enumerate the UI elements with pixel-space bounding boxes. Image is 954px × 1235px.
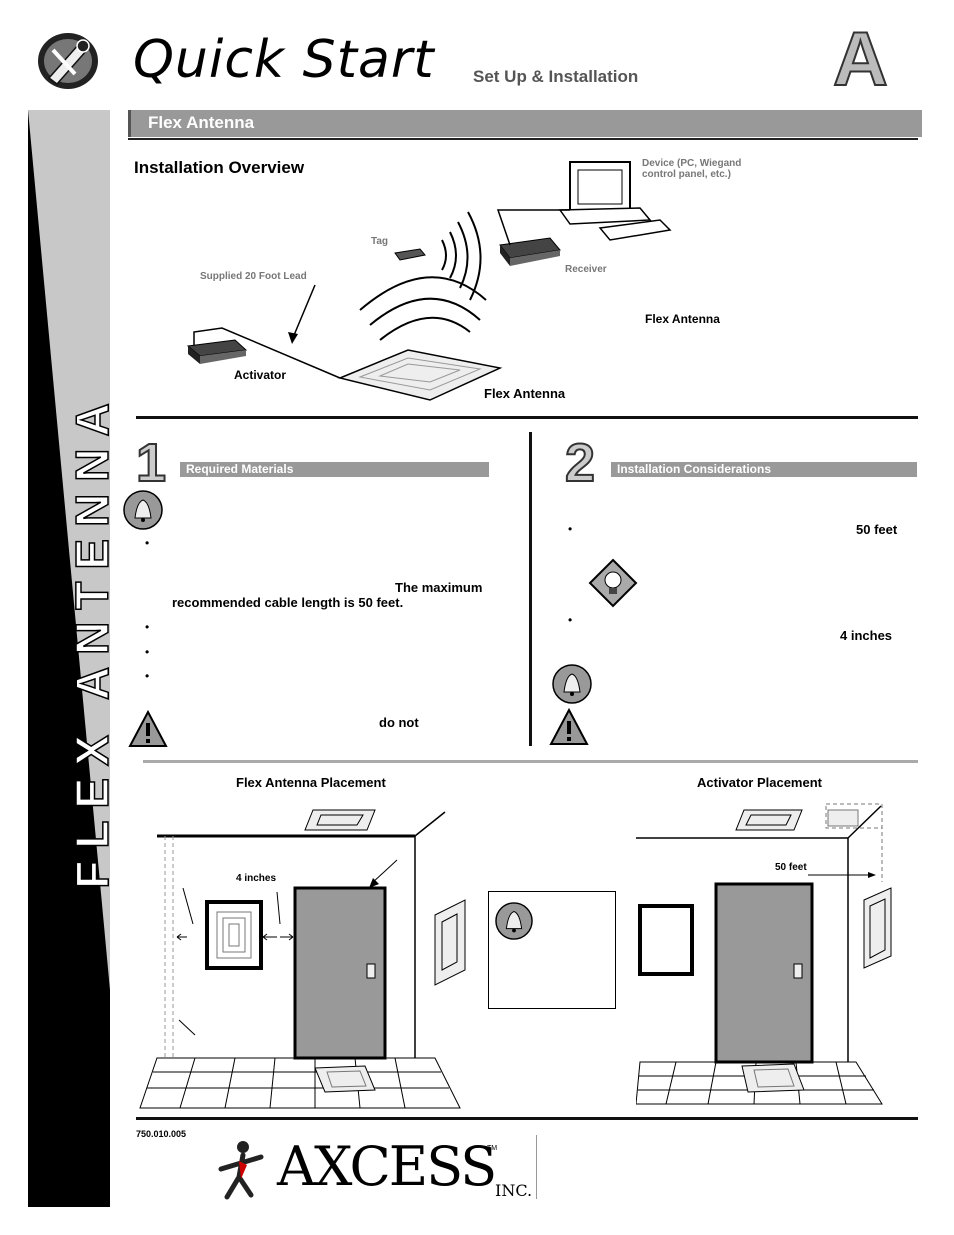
- step2-title: Installation Considerations: [617, 462, 772, 476]
- device-label: Device (PC, Wiegand control panel, etc.): [642, 158, 742, 180]
- page-title: Quick Start: [133, 30, 435, 90]
- document-code: 750.010.005: [136, 1129, 187, 1139]
- step1-bullet-2: •: [145, 620, 150, 634]
- activator-placement-illustration: [636, 803, 892, 1105]
- activator-placement-title: Activator Placement: [697, 775, 822, 790]
- overview-divider: [136, 416, 918, 419]
- step1-bold-1: The maximum: [395, 580, 483, 595]
- overview-heading: Installation Overview: [134, 158, 305, 177]
- note-box: [488, 891, 616, 1009]
- step1-bullet-1: •: [145, 536, 150, 550]
- page-subtitle: Set Up & Installation: [473, 67, 639, 86]
- step1-warning-bold: do not: [379, 715, 419, 730]
- placement-divider: [143, 760, 918, 763]
- flex-placement-illustration: [139, 809, 466, 1109]
- runner-logo-icon: [218, 1141, 264, 1200]
- activator-icon: [186, 339, 248, 364]
- step1-header: Required Materials: [180, 462, 489, 477]
- ceiling-antenna-icon-2: [735, 809, 803, 831]
- sidebar-title: FLEX ANTENNA: [65, 330, 119, 950]
- signal-waves-icon: [359, 211, 487, 341]
- section-divider: [128, 138, 918, 140]
- bell-note-icon-3: [493, 902, 535, 945]
- step2-bullet-1: •: [568, 522, 573, 536]
- receiver-label: Receiver: [565, 264, 607, 275]
- section-header: Flex Antenna: [128, 110, 922, 137]
- warning-icon-2: [549, 707, 589, 751]
- wrench-logo-icon: [35, 30, 101, 92]
- ceiling-antenna-icon: [304, 809, 376, 831]
- sidebar-title-text: FLEX ANTENNA: [65, 391, 119, 890]
- flex-antenna-mat-icon: [337, 349, 503, 401]
- warning-icon: [128, 709, 168, 753]
- computer-icon: [558, 161, 672, 241]
- flex-placement-title: Flex Antenna Placement: [236, 775, 386, 790]
- fifty-feet-label: 50 feet: [775, 862, 807, 873]
- bell-note-icon: [121, 490, 165, 535]
- tag-label: Tag: [371, 236, 389, 247]
- four-inches-label: 4 inches: [236, 873, 277, 884]
- step1-bold-2: recommended cable length is 50 feet.: [172, 595, 404, 610]
- lightbulb-tip-icon: [588, 558, 638, 613]
- sidebar-banner: [28, 110, 110, 1207]
- footer-divider: [136, 1117, 918, 1120]
- section-letter: A: [832, 16, 889, 103]
- column-divider: [529, 432, 532, 746]
- axcess-logo: AXCESS TM INC.: [213, 1135, 543, 1205]
- step1-bullet-3: •: [145, 645, 150, 659]
- logo-rule: [536, 1135, 537, 1199]
- overview-diagram: [186, 161, 672, 401]
- receiver-icon: [499, 237, 561, 266]
- step2-bullet-2: •: [568, 613, 573, 627]
- step2-bold-1: 50 feet: [856, 522, 898, 537]
- step1-title: Required Materials: [186, 462, 294, 476]
- step1-number: 1: [135, 432, 167, 494]
- step1-bullet-4: •: [145, 669, 150, 683]
- flex-antenna-right-label: Flex Antenna: [645, 312, 720, 326]
- lead-label: Supplied 20 Foot Lead: [200, 271, 307, 282]
- flex-antenna-bottom-label: Flex Antenna: [484, 386, 566, 401]
- wall-antenna-icon: [434, 899, 466, 986]
- logo-inc: INC.: [495, 1181, 533, 1200]
- step2-bold-2: 4 inches: [840, 628, 893, 643]
- activator-label: Activator: [234, 368, 287, 382]
- section-title: Flex Antenna: [148, 113, 255, 132]
- tag-icon: [394, 248, 426, 261]
- step2-number: 2: [564, 432, 596, 494]
- bell-note-icon-2: [550, 664, 594, 709]
- logo-tm: TM: [487, 1145, 498, 1152]
- step2-header: Installation Considerations: [611, 462, 917, 477]
- wall-antenna-icon-2: [863, 887, 892, 969]
- logo-text: AXCESS: [277, 1135, 497, 1198]
